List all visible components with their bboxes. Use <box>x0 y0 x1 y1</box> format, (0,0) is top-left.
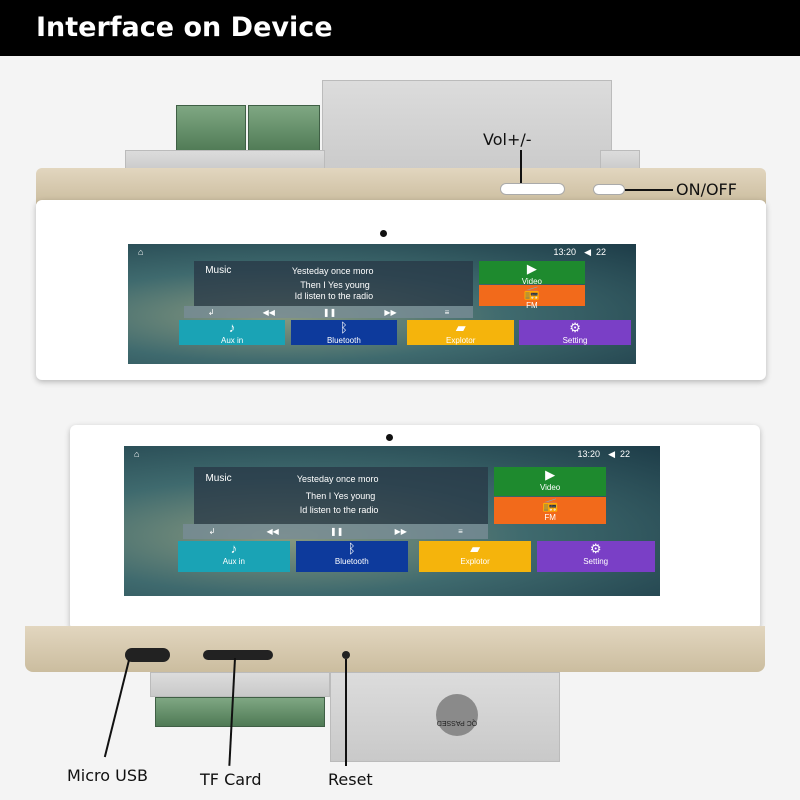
aux-cable-icon: ♪ <box>228 319 236 335</box>
radio-icon: 📻 <box>542 497 559 512</box>
play-icon: ▶ <box>526 260 537 276</box>
playlist-icon[interactable]: ≡ <box>458 527 463 536</box>
callout-line <box>520 150 522 183</box>
rewind-icon[interactable]: ◀◀ <box>262 307 275 317</box>
lyric-line: Yesteday once moro <box>291 266 374 277</box>
forward-icon[interactable]: ▶▶ <box>394 527 407 536</box>
pause-icon[interactable]: ❚❚ <box>322 307 337 317</box>
tile-setting[interactable]: ⚙Setting <box>519 319 631 345</box>
tile-video[interactable]: ▶Video <box>493 467 607 496</box>
clock: 13:20 <box>553 247 576 257</box>
callout-line <box>345 659 347 766</box>
tile-fm[interactable]: 📻FM <box>493 497 607 524</box>
clock: 13:20 <box>577 449 600 459</box>
repeat-icon[interactable]: ↲ <box>208 527 216 536</box>
folder-icon: ▰ <box>455 319 466 335</box>
lyric-line: Then I Yes young <box>305 490 376 501</box>
gear-icon: ⚙ <box>589 540 602 556</box>
playback-controls: ↲ ◀◀ ❚❚ ▶▶ ≡ <box>182 524 489 539</box>
home-icon[interactable]: ⌂ <box>134 449 140 459</box>
music-panel[interactable]: Music Yesteday once moro Then I Yes youn… <box>194 260 474 307</box>
tile-label: Setting <box>562 335 588 345</box>
callout-micro-usb: Micro USB <box>67 766 148 785</box>
device-gold-frame <box>36 168 766 204</box>
callout-line <box>625 189 673 191</box>
speaker-icon: ◀ <box>584 247 591 257</box>
music-panel[interactable]: Music Yesteday once moro Then I Yes youn… <box>193 467 489 524</box>
micro-usb-port[interactable] <box>125 648 170 662</box>
speaker-icon: ◀ <box>608 449 615 459</box>
music-label: Music <box>205 472 232 484</box>
radio-icon: 📻 <box>523 284 540 300</box>
tile-label: FM <box>544 513 556 522</box>
playlist-icon[interactable]: ≡ <box>444 307 450 317</box>
tf-card-slot[interactable] <box>203 650 273 660</box>
callout-power: ON/OFF <box>676 180 737 199</box>
repeat-icon[interactable]: ↲ <box>207 307 215 317</box>
callout-volume: Vol+/- <box>483 130 532 149</box>
terminal-block <box>155 697 325 727</box>
music-label: Music <box>205 265 232 277</box>
lyric-line: Id listen to the radio <box>299 504 379 515</box>
tile-explotor[interactable]: ▰Explotor <box>418 540 532 572</box>
tile-explotor[interactable]: ▰Explotor <box>407 319 515 345</box>
home-icon[interactable]: ⌂ <box>138 247 144 257</box>
tile-label: Explotor <box>460 556 490 566</box>
terminal-block <box>176 105 246 153</box>
volume-level: 22 <box>619 449 630 459</box>
tile-label: Explotor <box>446 335 476 345</box>
volume-button[interactable] <box>500 183 565 195</box>
power-button[interactable] <box>593 184 625 195</box>
gear-icon: ⚙ <box>569 319 581 335</box>
reset-hole[interactable] <box>342 651 350 659</box>
playback-controls: ↲ ◀◀ ❚❚ ▶▶ ≡ <box>183 306 474 319</box>
device-screen[interactable]: ⌂ 13:20 ◀ 22 Music Yesteday once moro Th… <box>124 446 660 596</box>
lyric-line: Then I Yes young <box>300 279 370 290</box>
callout-reset: Reset <box>328 770 373 789</box>
bluetooth-icon: ᛒ <box>347 540 356 556</box>
qc-passed-sticker: QC PASSED <box>436 694 478 736</box>
volume-level: 22 <box>595 247 606 257</box>
rewind-icon[interactable]: ◀◀ <box>266 527 279 536</box>
tile-label: Video <box>521 276 543 286</box>
lyric-line: Yesteday once moro <box>296 473 379 484</box>
camera <box>386 434 393 441</box>
page-title: Interface on Device <box>36 12 333 43</box>
terminal-block <box>248 105 320 153</box>
lyric-line: Id listen to the radio <box>294 290 374 301</box>
device-screen[interactable]: ⌂ 13:20 ◀ 22 Music Yesteday once moro Th… <box>128 244 636 364</box>
tile-label: Bluetooth <box>334 556 369 566</box>
pause-icon[interactable]: ❚❚ <box>330 527 344 536</box>
tile-fm[interactable]: 📻FM <box>478 284 586 310</box>
folder-icon: ▰ <box>470 540 481 556</box>
aux-cable-icon: ♪ <box>230 540 238 556</box>
forward-icon[interactable]: ▶▶ <box>384 307 397 317</box>
tile-label: Setting <box>583 556 609 566</box>
tile-label: Video <box>539 483 561 492</box>
bluetooth-icon: ᛒ <box>339 319 348 335</box>
callout-tf-card: TF Card <box>200 770 262 789</box>
device-back-housing <box>322 80 612 180</box>
tile-label: Bluetooth <box>326 335 361 345</box>
header-bar: Interface on Device <box>0 0 800 56</box>
terminal-labels-strip <box>150 672 330 697</box>
tile-setting[interactable]: ⚙Setting <box>536 540 655 572</box>
tile-aux-in[interactable]: ♪Aux in <box>177 540 291 572</box>
tile-label: Aux in <box>221 335 244 345</box>
callout-line <box>103 659 130 758</box>
play-icon: ▶ <box>545 467 556 482</box>
tile-label: FM <box>526 300 538 310</box>
camera <box>380 230 387 237</box>
tile-aux-in[interactable]: ♪Aux in <box>178 319 286 345</box>
tile-label: Aux in <box>222 556 245 566</box>
tile-video[interactable]: ▶Video <box>478 260 586 286</box>
